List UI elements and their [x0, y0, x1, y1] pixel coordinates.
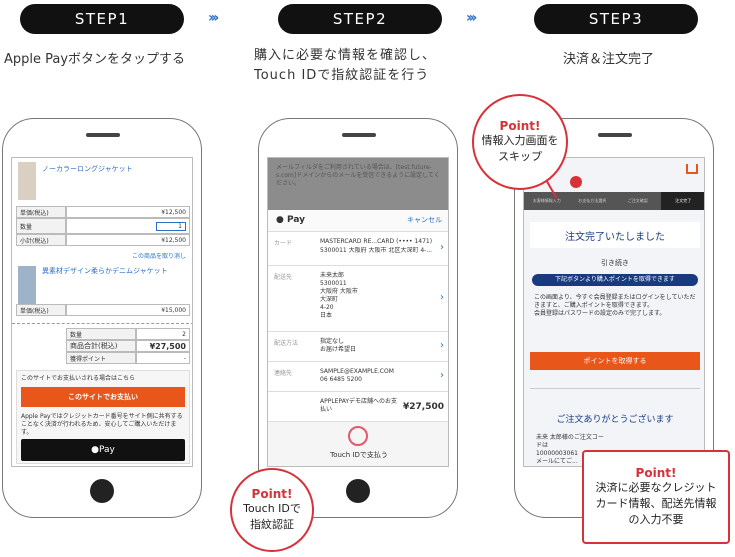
point-bubble-skip: Point! 情報入力画面を スキップ [472, 94, 568, 190]
subtotal-value: ¥12,500 [66, 234, 190, 246]
product1-link[interactable]: ノーカラーロングジャケット [42, 165, 133, 173]
sum-qty-value: 2 [136, 328, 190, 340]
unit-price-value: ¥12,500 [66, 206, 190, 218]
tab-payment-method: お支払方法選択 [569, 192, 615, 210]
shipping-method-row[interactable]: 配送方法 指定なしお届け希望日 › [268, 332, 448, 362]
qty-label: 数量 [16, 218, 66, 234]
mail-filter-note: メールフィルタをご利用されている場合は、[test.future-s.com]ド… [276, 164, 440, 187]
divider [530, 388, 700, 389]
phone2-screen: メールフィルタをご利用されている場合は、[test.future-s.com]ド… [267, 157, 449, 467]
method-value: 指定なしお届け希望日 [320, 338, 357, 353]
pointer-dot [570, 176, 582, 188]
contact-label: 連絡先 [274, 370, 293, 377]
step3-description: 決済＆注文完了 [563, 52, 655, 67]
product2-link[interactable]: 異素材デザイン柔らかデニムジャケット [42, 267, 168, 275]
thanks-heading: ご注文ありがとうございます [556, 415, 674, 425]
apple-icon: ● [91, 445, 99, 455]
step1-pill: STEP1 [20, 4, 184, 34]
points-banner: 下記ボタンより購入ポイントを取得できます [532, 274, 698, 286]
remove-item-link[interactable]: この商品を取り消し [131, 253, 186, 260]
arrow-right-icon: ››› [466, 10, 477, 26]
phone-speaker [598, 133, 632, 137]
unit-price2-label: 単価(税込) [16, 304, 66, 316]
get-points-button[interactable]: ポイントを取得する [530, 352, 700, 370]
quantity-input[interactable]: 1 [156, 221, 186, 231]
point-bubble-touchid: Point! Touch IDで 指紋認証 [230, 468, 314, 552]
tab-complete: 注文完了 [660, 192, 704, 210]
merchant-line: APPLEPAYデモ店舗へのお支払い [320, 398, 398, 413]
card-address: 5300011 大阪府 大阪市 北区大深町 4-... [320, 247, 433, 254]
apple-pay-button[interactable]: ● Pay [21, 439, 185, 461]
cancel-button[interactable]: キャンセル [407, 216, 442, 224]
amount-row: APPLEPAYデモ店舗へのお支払い ¥27,500 [268, 392, 448, 422]
phone-speaker [342, 133, 376, 137]
chevron-right-icon: › [440, 340, 444, 351]
home-button[interactable] [90, 479, 114, 503]
product1-image [18, 162, 36, 200]
step1-description: Apple Payボタンをタップする [4, 52, 186, 67]
apple-pay-note: Apple Payではクレジットカード番号をサイト側に共有することなく決済が行わ… [21, 413, 183, 436]
touch-id-label: Touch IDで支払う [330, 451, 388, 459]
phone-step3: お客様情報入力 お支払方法選択 ご注文確認 注文完了 注文完了いたしました 引き… [514, 118, 714, 518]
unit-price-label: 単価(税込) [16, 206, 66, 218]
unit-price2-value: ¥15,000 [66, 304, 190, 316]
arrow-right-icon: ››› [208, 10, 219, 26]
card-label: カード [274, 240, 293, 247]
apple-pay-logo: ● Pay [276, 215, 306, 225]
phone3-screen: お客様情報入力 お支払方法選択 ご注文確認 注文完了 注文完了いたしました 引き… [523, 157, 705, 467]
chevron-right-icon: › [440, 292, 444, 303]
points-value: - [136, 352, 190, 364]
chevron-right-icon: › [440, 370, 444, 381]
sum-qty-label: 数量 [66, 328, 136, 340]
phone-step2: メールフィルタをご利用されている場合は、[test.future-s.com]ド… [258, 118, 458, 518]
info-text: この画面より、今すぐ会員登録またはログインをしていただきますと、ご購入ポイントを… [534, 294, 696, 317]
apple-pay-sheet: ● Pay キャンセル カード MASTERCARD RE...CARD (••… [268, 210, 448, 466]
tab-customer-info: お客様情報入力 [524, 192, 570, 210]
method-label: 配送方法 [274, 340, 299, 347]
total-value: ¥27,500 [136, 340, 190, 352]
site-pay-note: このサイトでお支払いされる場合はこちら [21, 375, 136, 382]
card-row[interactable]: カード MASTERCARD RE...CARD (•••• 1471) 530… [268, 232, 448, 266]
amount-value: ¥27,500 [403, 402, 444, 412]
ship-label: 配送先 [274, 274, 293, 281]
product2-image [18, 266, 36, 304]
points-label: 獲得ポイント [66, 352, 136, 364]
cart-icon[interactable] [686, 164, 698, 174]
continue-label: 引き続き [601, 259, 629, 267]
card-value: MASTERCARD RE...CARD (•••• 1471) [320, 238, 433, 245]
progress-tabs: お客様情報入力 お支払方法選択 ご注文確認 注文完了 [524, 192, 704, 210]
tab-confirm: ご注文確認 [615, 192, 661, 210]
total-label: 商品合計(税込) [66, 340, 136, 352]
step2-description: 購入に必要な情報を確認し、Touch IDで指紋認証を行う [254, 48, 437, 83]
step3-pill: STEP3 [534, 4, 698, 34]
complete-title: 注文完了いたしました [530, 222, 700, 248]
home-button[interactable] [346, 479, 370, 503]
point-box-no-input: Point! 決済に必要なクレジット カード情報、配送先情報 の入力不要 [582, 450, 730, 544]
fingerprint-icon[interactable] [348, 426, 368, 446]
apple-icon: ● [276, 215, 284, 225]
phone-speaker [86, 133, 120, 137]
site-pay-button[interactable]: このサイトでお支払い [21, 387, 185, 407]
step2-pill: STEP2 [278, 4, 442, 34]
cut-divider [12, 320, 192, 324]
chevron-right-icon: › [440, 242, 444, 253]
subtotal-label: 小計(税込) [16, 234, 66, 246]
